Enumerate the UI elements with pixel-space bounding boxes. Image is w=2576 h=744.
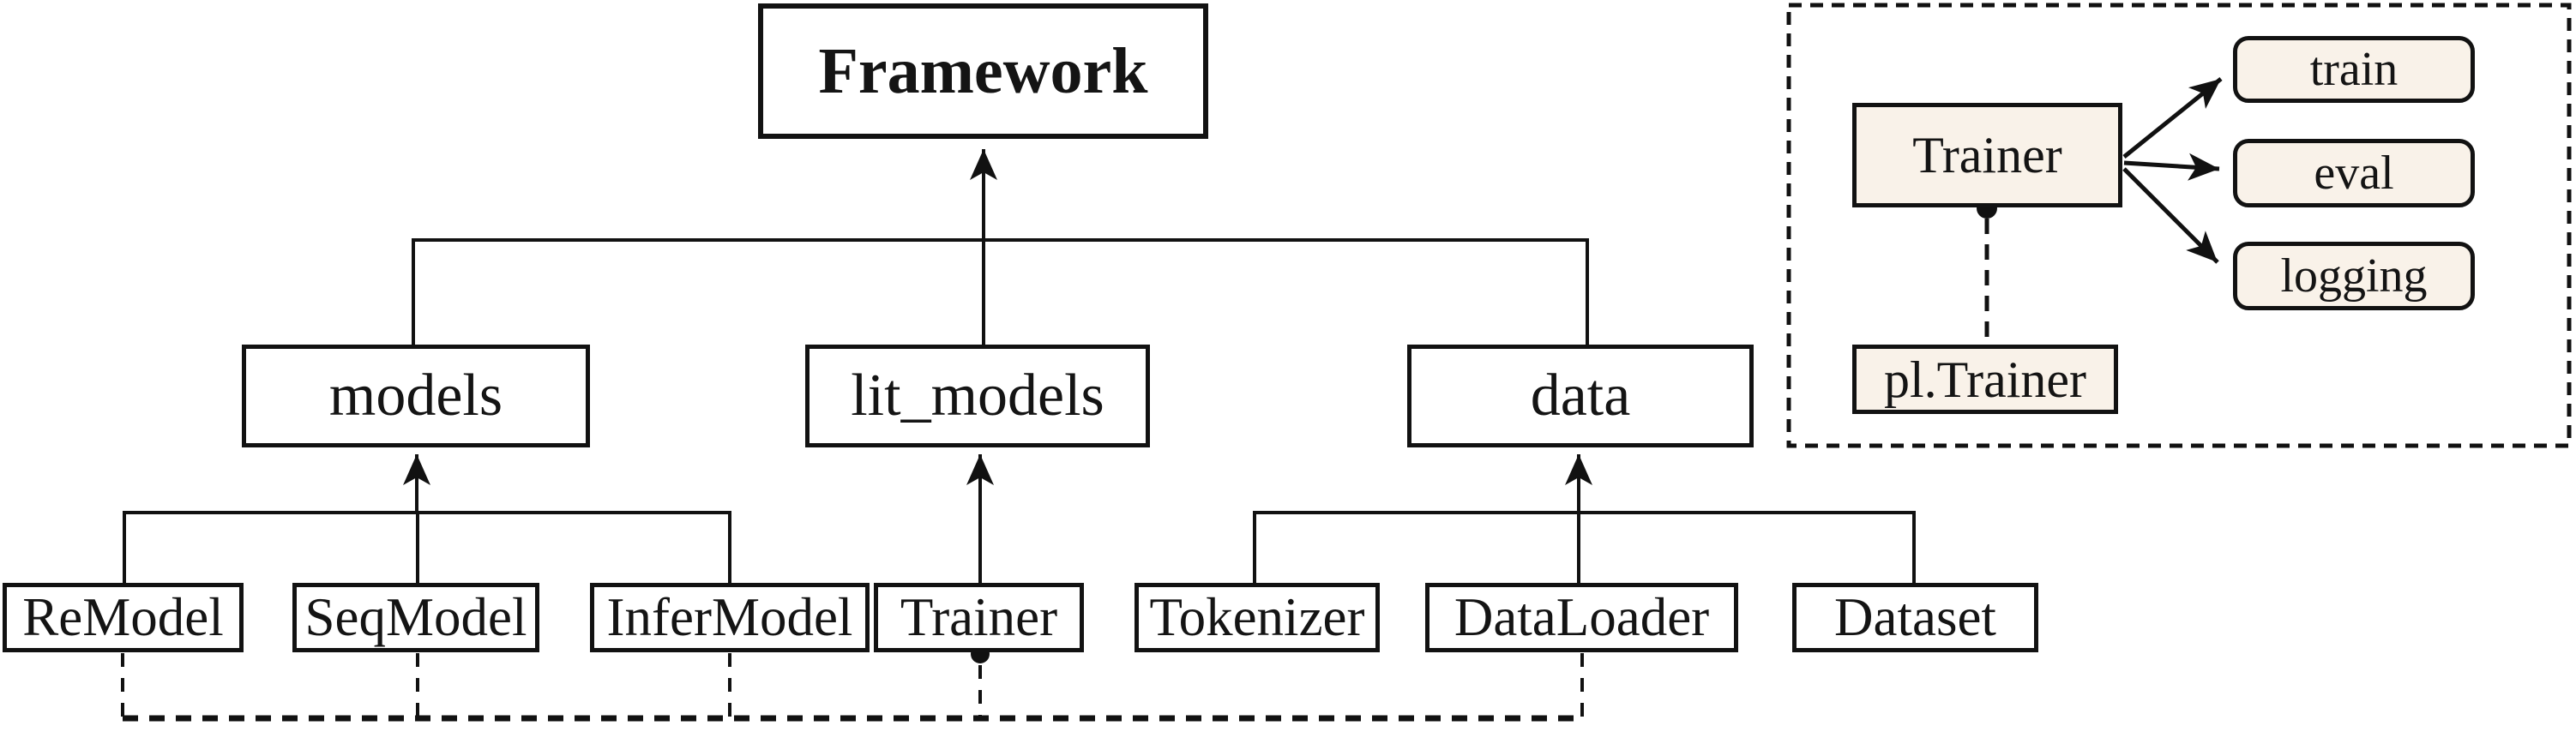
arrow-trainer-to-eval <box>2123 153 2220 181</box>
inset-connectors <box>1977 77 2223 343</box>
node-data: data <box>1407 345 1754 447</box>
arrow-trainer-to-train <box>2122 77 2223 159</box>
node-models: models <box>242 345 590 447</box>
data-children-connectors <box>1253 454 1916 586</box>
node-seqmodel: SeqModel <box>292 583 539 652</box>
node-trainer: Trainer <box>874 583 1084 652</box>
node-framework: Framework <box>758 3 1208 139</box>
trunk-connectors <box>412 149 1589 346</box>
dashed-aggregation-lines <box>121 653 1585 722</box>
models-children-connectors <box>123 454 731 586</box>
inset-dashed-border <box>1786 3 2572 448</box>
inset-node-logging: logging <box>2233 242 2475 310</box>
node-lit-models: lit_models <box>805 345 1150 447</box>
inset-node-eval: eval <box>2233 139 2475 207</box>
inset-node-pl-trainer: pl.Trainer <box>1852 345 2118 414</box>
node-tokenizer: Tokenizer <box>1135 583 1380 652</box>
node-remodel: ReModel <box>3 583 244 652</box>
node-dataset: Dataset <box>1792 583 2038 652</box>
arrow-trainer-to-logging <box>2122 167 2219 264</box>
inset-node-train: train <box>2233 36 2475 103</box>
inset-node-trainer: Trainer <box>1852 103 2122 207</box>
node-infermodel: InferModel <box>590 583 870 652</box>
node-dataloader: DataLoader <box>1425 583 1738 652</box>
